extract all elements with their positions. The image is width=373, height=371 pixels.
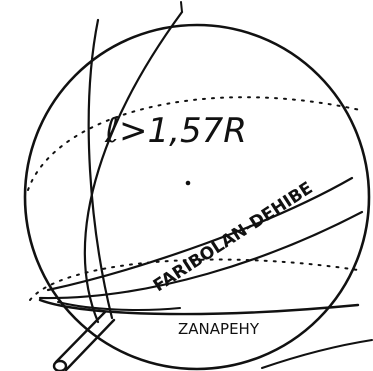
- tangent-line: [262, 340, 372, 368]
- rod-end: [54, 361, 66, 371]
- top-tick: [181, 2, 182, 12]
- curve-label: FARIBOLAN-DEHIBE: [150, 178, 317, 296]
- bottom-label: ZANAPEHY: [178, 320, 260, 338]
- front-curve: [89, 20, 112, 318]
- center-dot: [186, 181, 191, 186]
- inequality-label: ℓ>1,57R: [104, 111, 247, 151]
